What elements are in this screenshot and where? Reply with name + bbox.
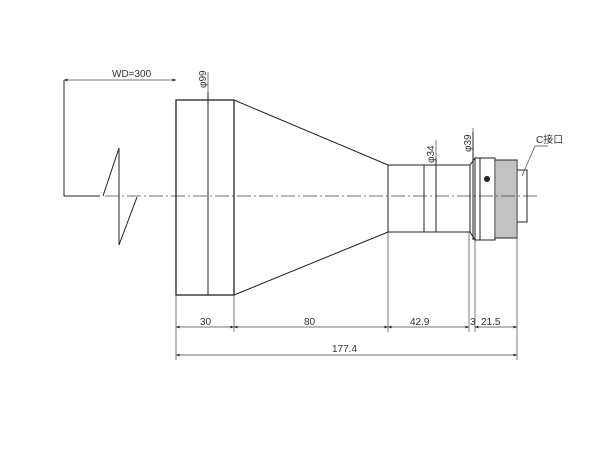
knurled-focus-ring <box>494 159 518 239</box>
dim-42-9: 42.9 <box>410 317 430 328</box>
front-lens-block <box>175 92 235 296</box>
dim-80: 80 <box>304 317 316 328</box>
front-diameter-label: φ99 <box>198 70 209 88</box>
rear-diameter-label: φ39 <box>463 134 474 152</box>
wd-label: WD=300 <box>112 69 152 80</box>
lens-cone <box>233 99 389 296</box>
dim-21-5: 21.5 <box>481 317 501 328</box>
dim-3: 3 <box>470 317 476 328</box>
dim-30: 30 <box>200 317 212 328</box>
screw-icon <box>484 176 490 182</box>
barrel-diameter-label: φ34 <box>426 145 437 163</box>
c-mount-thread <box>516 169 528 223</box>
rear-ring <box>472 132 496 241</box>
working-distance-bracket <box>63 78 176 246</box>
dim-total: 177.4 <box>332 344 357 355</box>
mount-label: C接口 <box>536 133 563 146</box>
lens-barrel <box>387 156 476 242</box>
mount-leader <box>521 145 548 177</box>
